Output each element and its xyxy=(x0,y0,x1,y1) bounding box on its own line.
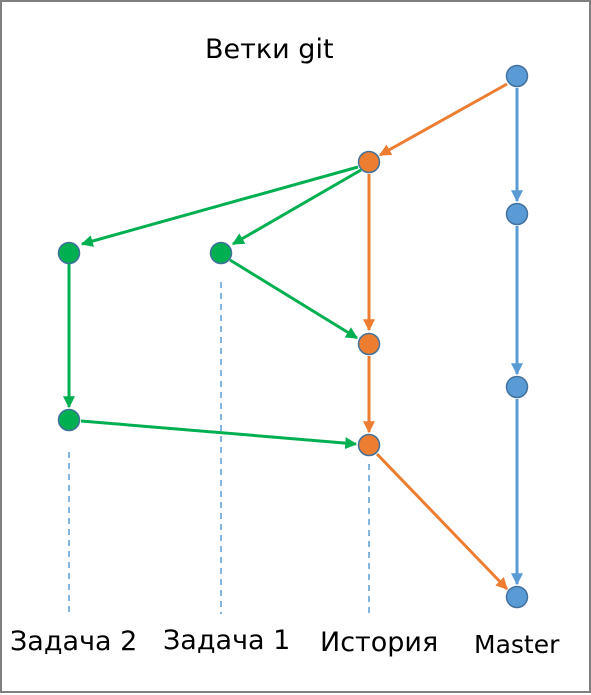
branch-label-task2: Задача 2 xyxy=(10,626,138,657)
master-commit-node xyxy=(505,585,529,609)
branch-label-master: Master xyxy=(474,630,560,659)
branch-label-task1: Задача 1 xyxy=(163,625,291,656)
task2-commit-node xyxy=(57,241,81,265)
branch-label-history: История xyxy=(320,627,439,658)
task2-commit-node xyxy=(57,408,81,432)
task2-to-history-arrow xyxy=(80,419,358,450)
history-to-task1-arrow xyxy=(231,168,362,246)
history-to-master-arrow xyxy=(375,452,509,591)
history-commit-node xyxy=(357,433,381,457)
diagram-title: Ветки git xyxy=(205,34,334,65)
master-commit-node xyxy=(505,64,529,88)
task1-commit-node xyxy=(209,241,233,265)
history-to-task2-arrow xyxy=(80,165,359,247)
history-commit-node xyxy=(357,150,381,174)
history-commit-node xyxy=(357,332,381,356)
master-to-history-arrow xyxy=(378,82,508,157)
task1-to-history-arrow xyxy=(229,258,359,340)
master-commit-node xyxy=(505,202,529,226)
master-commit-node xyxy=(505,375,529,399)
